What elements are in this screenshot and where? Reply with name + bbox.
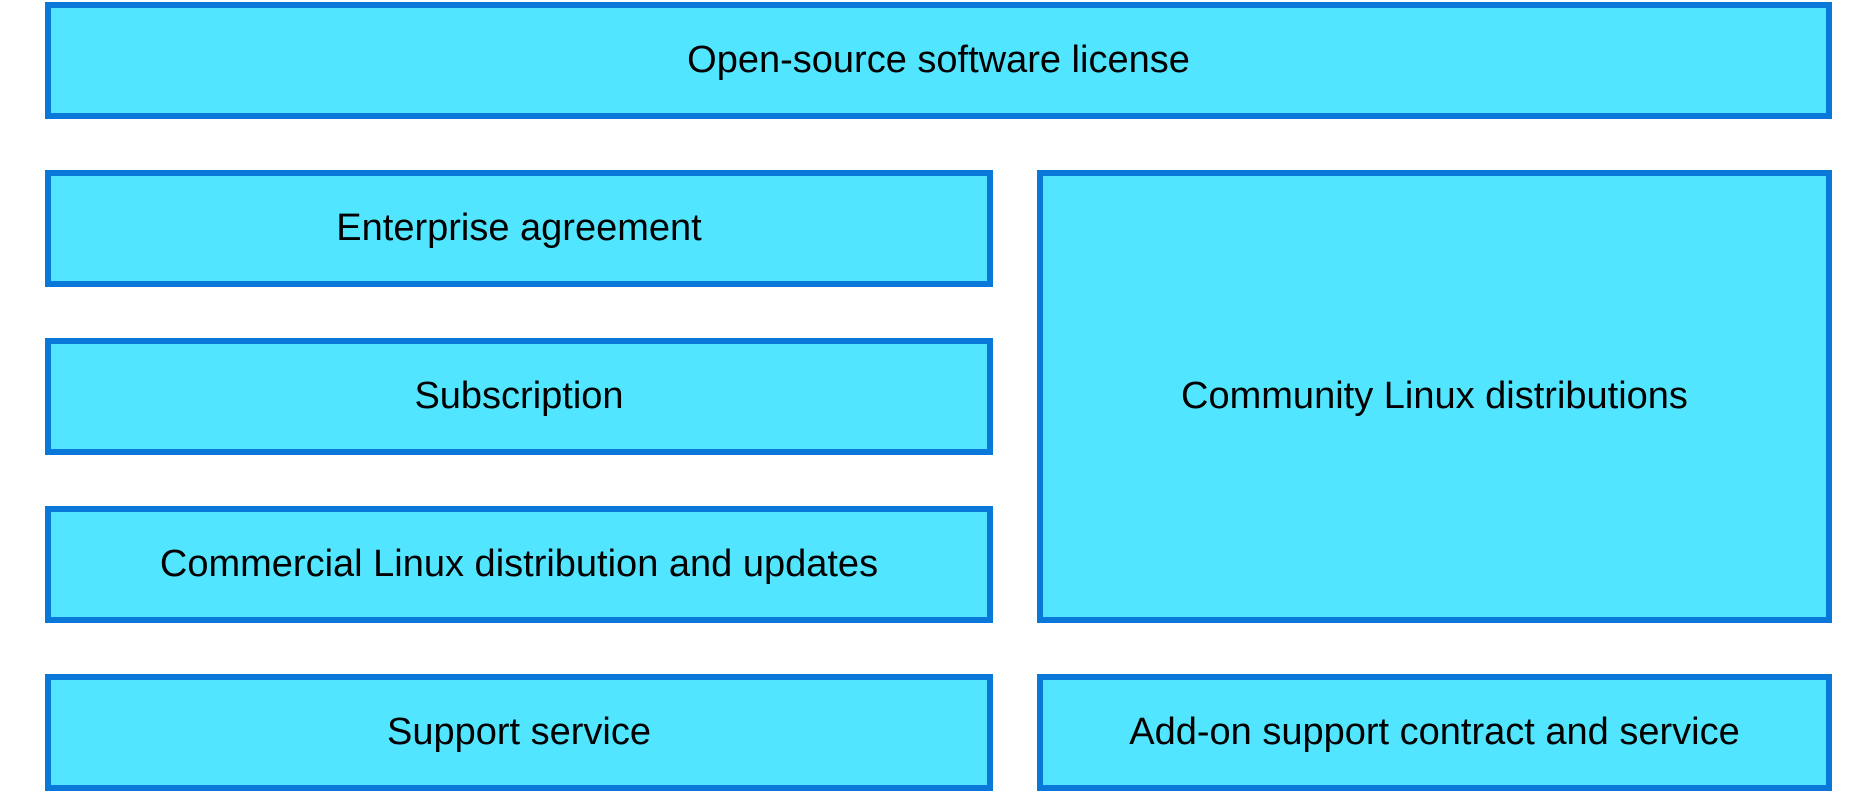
community-distributions-box: Community Linux distributions [1037,170,1832,623]
community-distributions-label: Community Linux distributions [1181,375,1688,417]
support-service-box: Support service [45,674,993,791]
subscription-label: Subscription [414,375,624,417]
open-source-license-label: Open-source software license [687,39,1190,81]
open-source-license-box: Open-source software license [45,2,1832,119]
support-service-label: Support service [386,711,651,753]
addon-support-label: Add-on support contract and service [1129,711,1740,753]
addon-support-box: Add-on support contract and service [1037,674,1832,791]
enterprise-agreement-label: Enterprise agreement [336,207,702,249]
commercial-distribution-label: Commercial Linux distribution and update… [159,543,879,585]
enterprise-agreement-box: Enterprise agreement [45,170,993,287]
commercial-distribution-box: Commercial Linux distribution and update… [45,506,993,623]
subscription-box: Subscription [45,338,993,455]
